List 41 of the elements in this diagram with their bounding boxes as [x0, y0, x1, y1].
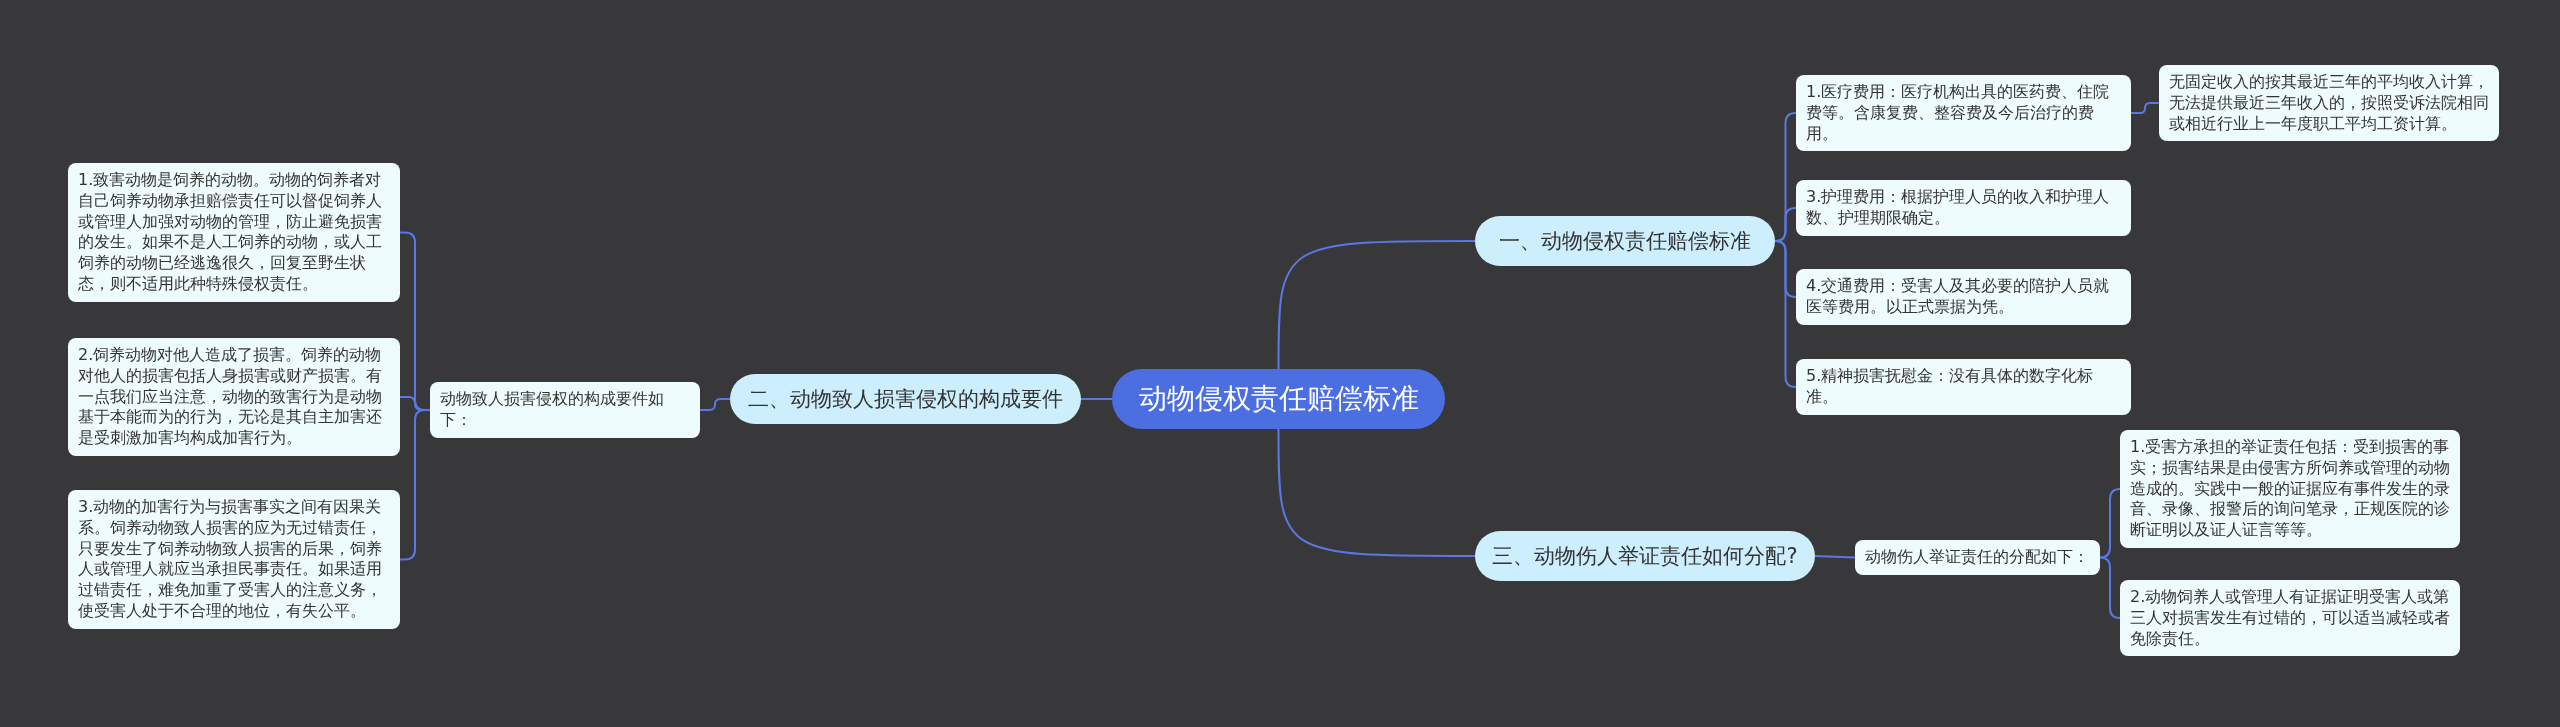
topic-text: 动物致人损害侵权的构成要件如下：	[440, 389, 665, 431]
note-card	[2159, 65, 2499, 142]
note-card	[68, 490, 400, 629]
topic-text: 3.护理费用：根据护理人员的收入和护理人数、护理期限确定。	[1806, 187, 2111, 229]
topic-text: 1.致害动物是饲养的动物。动物的饲养者对自己饲养动物承担赔偿责任可以督促饲养人或管理人加强对动物的管理，防止避免损害的发生。如果不是人工饲养的动物，或人工饲养的动物已经逃逸很久，回复至野生状态，则不适用此种特殊侵权责任。	[78, 170, 383, 295]
note-card	[1796, 359, 2131, 415]
topic-text: 2.动物饲养人或管理人有证据证明受害人或第三人对损害发生有过错的，可以适当减轻或者免除责任。	[2130, 587, 2450, 650]
connector-line	[2099, 556, 2121, 619]
topic-text: 动物侵权责任赔偿标准	[1138, 381, 1419, 417]
note-card	[68, 338, 400, 456]
topic-text: 1.受害方承担的举证责任包括：受到损害的事实；损害结果是由侵害方所饲养或管理的动物造成的。实践中一般的证据应有事件发生的录音、录像、报警后的询问笔录，正规医院的诊断证明以及证人证言等等。	[2130, 437, 2450, 541]
topic-text: 动物伤人举证责任的分配如下：	[1865, 547, 2090, 568]
note-card	[2120, 580, 2460, 657]
note-card	[2120, 430, 2460, 548]
note-card	[1796, 180, 2131, 236]
branch-topic	[1475, 531, 1815, 581]
note-card	[1855, 540, 2100, 575]
connector-line	[1080, 398, 1113, 400]
branch-topic	[1475, 216, 1775, 266]
topic-text: 三、动物伤人举证责任如何分配?	[1492, 543, 1798, 570]
central-topic	[1112, 369, 1445, 429]
note-card	[68, 163, 400, 302]
note-card	[1796, 75, 2131, 152]
topic-text: 二、动物致人损害侵权的构成要件	[748, 386, 1063, 413]
topic-text: 无固定收入的按其最近三年的平均收入计算，无法提供最近三年收入的，按照受诉法院相同或相近行业上一年度职工平均工资计算。	[2169, 72, 2489, 135]
connector-line	[2099, 488, 2121, 559]
note-card	[1796, 269, 2131, 325]
connector-line	[1774, 240, 1797, 388]
branch-topic	[730, 374, 1081, 424]
topic-text: 3.动物的加害行为与损害事实之间有因果关系。饲养动物致人损害的应为无过错责任，只要发生了饲养动物致人损害的后果，饲养人或管理人就应当承担民事责任。如果适用过错责任，难免加重了受害人的注意义务，使受害人处于不合理的地位，有失公平。	[78, 497, 383, 622]
note-card	[430, 382, 700, 438]
connector-line	[1277, 240, 1476, 370]
topic-text: 一、动物侵权责任赔偿标准	[1499, 228, 1751, 255]
topic-text: 5.精神损害抚慰金：没有具体的数字化标准。	[1806, 366, 2095, 408]
connector-line	[2130, 102, 2160, 114]
connector-line	[1814, 555, 1856, 559]
topic-text: 2.饲养动物对他人造成了损害。饲养的动物对他人的损害包括人身损害或财产损害。有一点我们应当注意，动物的致害行为是动物基于本能而为的行为，无论是其自主加害还是受刺激加害均构成加害行为。	[78, 345, 383, 449]
connector-line	[699, 398, 731, 411]
topic-text: 1.医疗费用：医疗机构出具的医药费、住院费等。含康复费、整容费及今后治疗的费用。	[1806, 82, 2111, 145]
connector-line	[1277, 428, 1476, 557]
topic-text: 4.交通费用：受害人及其必要的陪护人员就医等费用。以正式票据为凭。	[1806, 276, 2111, 318]
